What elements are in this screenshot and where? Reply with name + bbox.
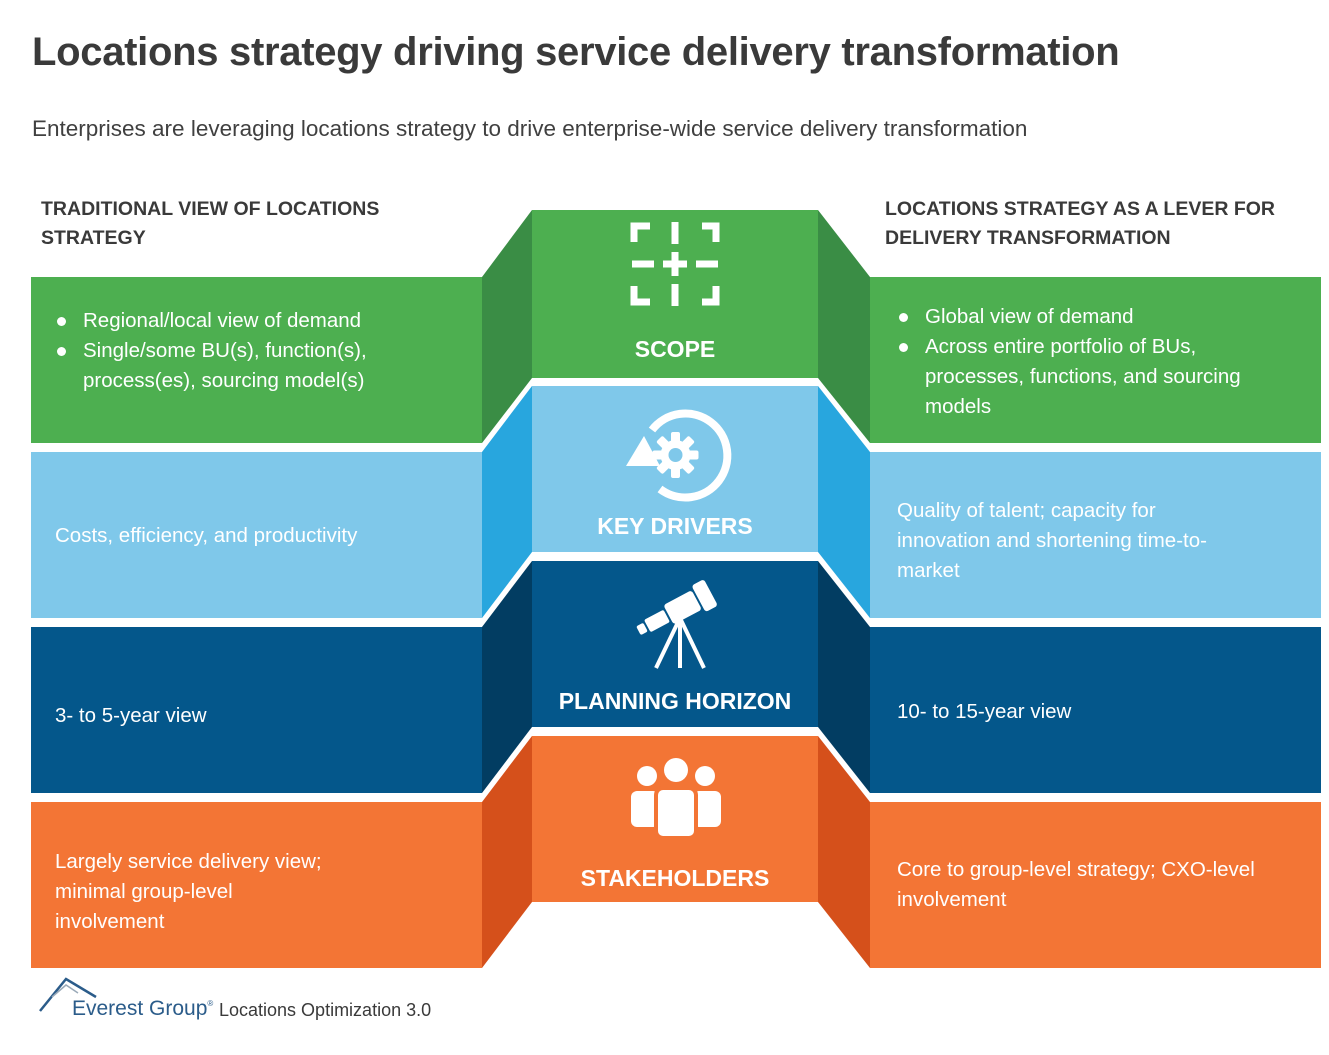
planning-left-fold [482,561,532,793]
brand-mark: ® [207,999,214,1008]
stakeholders-left-text: Largely service delivery view; minimal g… [55,850,322,933]
scope-left-text: Regional/local view of demand Single/som… [55,306,435,396]
scope-left-item: Single/some BU(s), function(s), process(… [55,336,435,396]
row-scope [31,210,1321,443]
scope-left-item: Regional/local view of demand [55,306,435,336]
key-drivers-label: KEY DRIVERS [597,513,753,539]
scope-left-fold [482,210,532,443]
scope-right-band [870,277,1321,443]
stakeholders-right-band [870,802,1321,968]
key-drivers-left-band [31,452,482,618]
footer-product: Locations Optimization 3.0 [219,1000,432,1020]
telescope-icon [636,580,717,669]
brand-name: Everest Group [72,997,208,1020]
stakeholders-label: STAKEHOLDERS [580,865,770,891]
stakeholders-right-fold [818,736,870,968]
key-drivers-left-text: Costs, efficiency, and productivity [55,524,358,547]
planning-horizon-label: PLANNING HORIZON [558,688,792,714]
footer-brand: Everest Group® [72,997,213,1021]
key-drivers-left-fold [482,386,532,618]
scope-right-fold [818,210,870,443]
planning-right-fold [818,561,870,793]
right-column-heading: LOCATIONS STRATEGY AS A LEVER FOR DELIVE… [885,198,1276,249]
key-drivers-right-fold [818,386,870,618]
stakeholders-right-text: Core to group-level strategy; CXO-level … [897,858,1255,911]
scope-label: SCOPE [634,336,716,362]
everest-logo-icon [39,977,97,1012]
stakeholders-left-band [31,802,482,968]
scope-left-band [31,277,482,443]
planning-left-band [31,627,482,793]
page-subtitle: Enterprises are leveraging locations str… [32,116,1028,141]
scope-right-item: Global view of demand [897,302,1297,332]
planning-left-text: 3- to 5-year view [55,704,207,727]
planning-center-panel [532,561,818,727]
key-drivers-right-text: Quality of talent; capacity for innovati… [897,499,1207,582]
page-title: Locations strategy driving service deliv… [32,30,1120,74]
group-people-icon [631,758,721,840]
stakeholders-left-fold [482,736,532,968]
row-key-drivers [31,386,1321,618]
planning-right-text: 10- to 15-year view [897,700,1072,723]
gear-cycle-icon [626,409,732,502]
key-drivers-right-band [870,452,1321,618]
left-column-heading: TRADITIONAL VIEW OF LOCATIONS STRATEGY [41,198,380,249]
row-planning-horizon [31,561,1321,793]
scope-focus-icon [630,222,720,306]
scope-right-item: Across entire portfolio of BUs, processe… [897,332,1297,422]
planning-right-band [870,627,1321,793]
scope-right-text: Global view of demand Across entire port… [897,302,1297,422]
